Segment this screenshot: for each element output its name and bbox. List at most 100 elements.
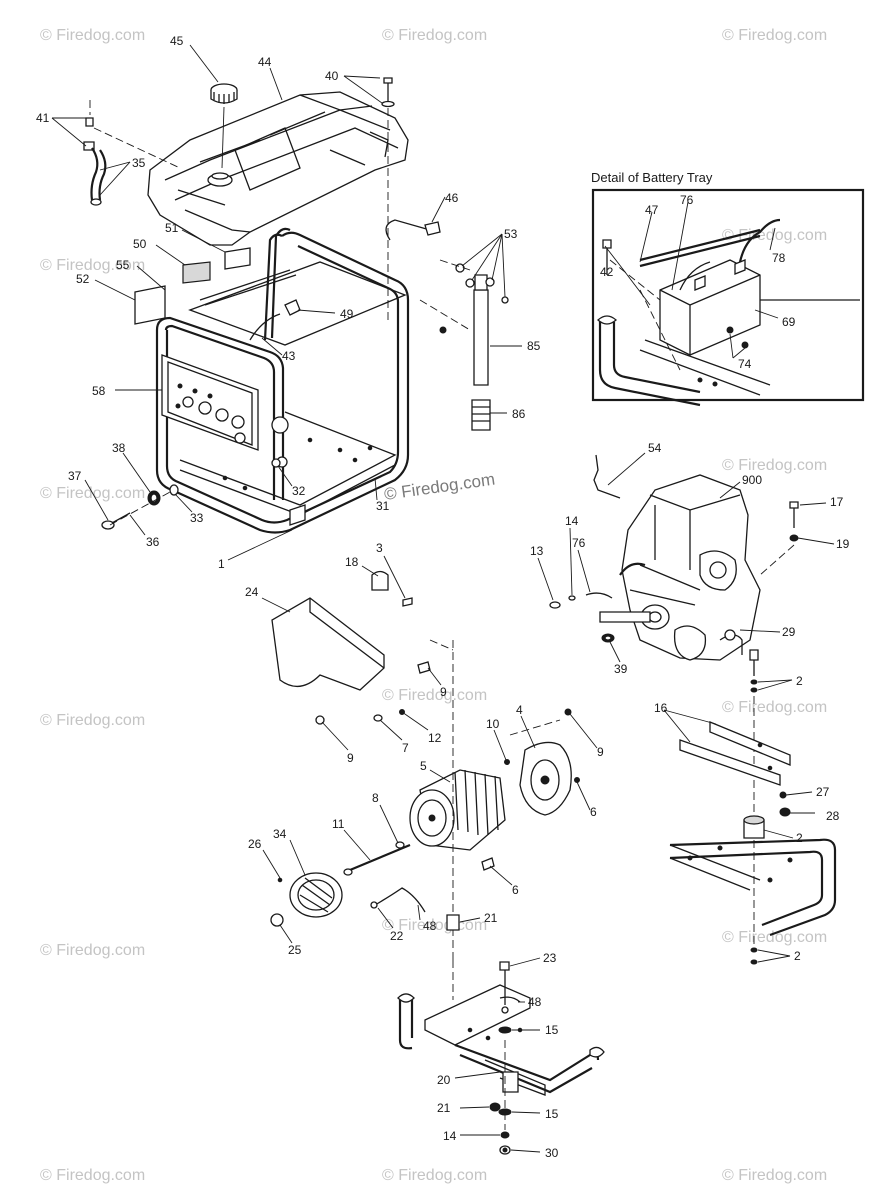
callout-21: 21: [484, 911, 498, 925]
watermark: © Firedog.com: [40, 712, 145, 729]
callout-14: 14: [565, 514, 579, 528]
callout-41: 41: [36, 111, 50, 125]
callout-42: 42: [600, 265, 614, 279]
watermark: © Firedog.com: [40, 27, 145, 44]
callout-8: 8: [372, 791, 379, 805]
callout-33: 33: [190, 511, 204, 525]
callout-900: 900: [742, 473, 762, 487]
callout-85: 85: [527, 339, 541, 353]
callout-52: 52: [76, 272, 90, 286]
callout-27: 27: [816, 785, 830, 799]
callout-2: 2: [796, 674, 803, 688]
callout-35: 35: [132, 156, 146, 170]
callout-69: 69: [782, 315, 796, 329]
callout-14: 14: [443, 1129, 457, 1143]
callout-16: 16: [654, 701, 668, 715]
callout-9: 9: [347, 751, 354, 765]
watermark: © Firedog.com: [40, 257, 145, 274]
watermark: © Firedog.com: [382, 1167, 487, 1184]
callout-29: 29: [782, 625, 796, 639]
callout-74: 74: [738, 357, 752, 371]
callout-11: 11: [332, 817, 345, 831]
callout-50: 50: [133, 237, 147, 251]
callout-46: 46: [445, 191, 459, 205]
callout-7: 7: [402, 741, 409, 755]
watermark: © Firedog.com: [722, 457, 827, 474]
callout-5: 5: [420, 759, 427, 773]
callout-31: 31: [376, 499, 390, 513]
callout-48: 48: [423, 919, 437, 933]
callout-86: 86: [512, 407, 526, 421]
callout-45: 45: [170, 34, 184, 48]
callout-40: 40: [325, 69, 339, 83]
callout-25: 25: [288, 943, 302, 957]
callout-20: 20: [437, 1073, 451, 1087]
callout-9: 9: [440, 685, 447, 699]
callout-3: 3: [376, 541, 383, 555]
callout-48: 48: [528, 995, 542, 1009]
fuel-tank: [147, 91, 409, 246]
callout-30: 30: [545, 1146, 559, 1160]
alternator-cover: [271, 597, 385, 691]
callout-6: 6: [590, 805, 597, 819]
callout-34: 34: [273, 827, 287, 841]
watermark: © Firedog.com: [382, 27, 487, 44]
callout-55: 55: [116, 258, 130, 272]
decal: [182, 261, 211, 284]
callout-28: 28: [826, 809, 840, 823]
detail-box: [591, 188, 865, 402]
callout-21: 21: [437, 1101, 451, 1115]
callout-26: 26: [248, 837, 262, 851]
watermark: © Firedog.com: [40, 1167, 145, 1184]
battery-tray-detail: Detail of Battery Tray: [591, 170, 865, 407]
handle: [473, 289, 489, 386]
watermark: © Firedog.com: [382, 687, 487, 704]
callout-47: 47: [645, 203, 659, 217]
callout-15: 15: [545, 1023, 559, 1037]
callout-38: 38: [112, 441, 126, 455]
battery: [659, 259, 761, 356]
callout-58: 58: [92, 384, 106, 398]
callout-78: 78: [772, 251, 786, 265]
callouts: 45 44 40 41 35 51 50 55 52 46 53 49 43 8…: [36, 34, 850, 1160]
callout-24: 24: [245, 585, 259, 599]
callout-44: 44: [258, 55, 272, 69]
callout-10: 10: [486, 717, 500, 731]
watermark: © Firedog.com: [722, 699, 827, 716]
watermark: © Firedog.com: [40, 942, 145, 959]
callout-12: 12: [428, 731, 442, 745]
base-frame: [424, 984, 531, 1046]
callout-2: 2: [794, 949, 801, 963]
callout-36: 36: [146, 535, 160, 549]
callout-4: 4: [516, 703, 523, 717]
callout-18: 18: [345, 555, 359, 569]
callout-19: 19: [836, 537, 850, 551]
callout-23: 23: [543, 951, 557, 965]
lower-base-group: [397, 960, 605, 1155]
callout-39: 39: [614, 662, 628, 676]
watermark: © Firedog.com: [722, 1167, 827, 1184]
callout-37: 37: [68, 469, 82, 483]
callout-6: 6: [512, 883, 519, 897]
callout-76: 76: [680, 193, 694, 207]
alternator-group: [270, 570, 580, 960]
watermark: © Firedog.com: [722, 929, 827, 946]
callout-51: 51: [165, 221, 179, 235]
callout-32: 32: [292, 484, 306, 498]
leader-lines: [51, 44, 835, 1153]
callout-22: 22: [390, 929, 404, 943]
callout-54: 54: [648, 441, 662, 455]
callout-15: 15: [545, 1107, 559, 1121]
callout-43: 43: [282, 349, 296, 363]
callout-53: 53: [504, 227, 518, 241]
watermark: © Firedog.com: [382, 917, 487, 934]
callout-17: 17: [830, 495, 844, 509]
callout-2: 2: [796, 831, 803, 845]
engine-group: [549, 454, 837, 965]
callout-49: 49: [340, 307, 354, 321]
callout-13: 13: [530, 544, 544, 558]
frame-group: [101, 219, 509, 534]
detail-title: Detail of Battery Tray: [591, 170, 713, 185]
fuel-tank-group: [83, 77, 409, 320]
